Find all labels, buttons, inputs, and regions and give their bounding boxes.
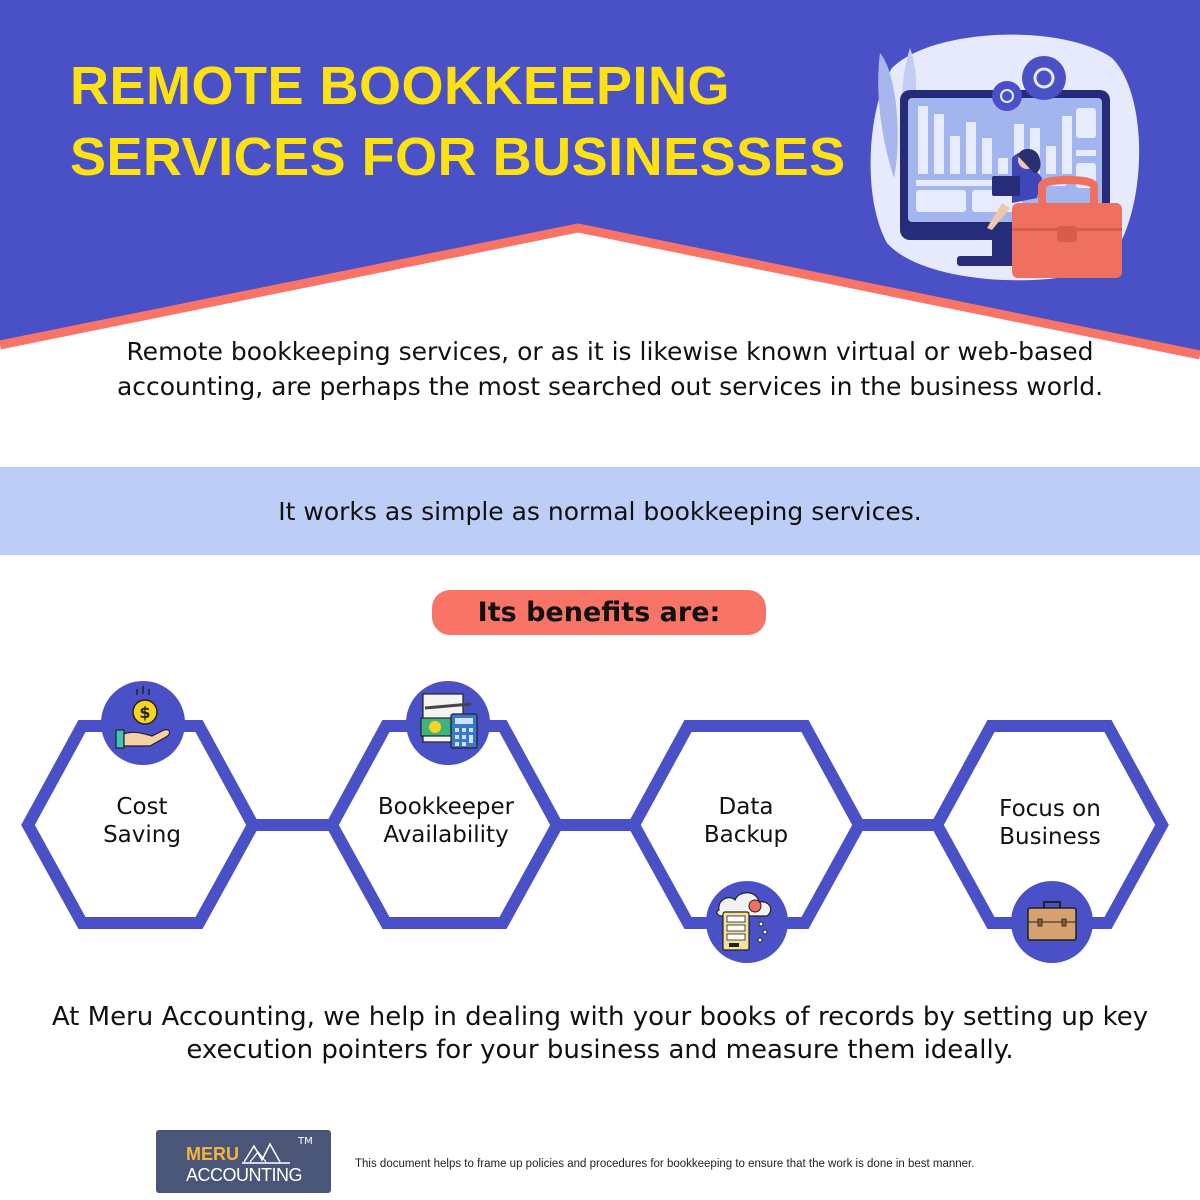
calculator-document-icon xyxy=(406,681,490,765)
closing-paragraph: At Meru Accounting, we help in dealing w… xyxy=(51,1002,1149,1065)
page-title-line-1: REMOTE BOOKKEEPING xyxy=(70,56,731,116)
money-hand-icon: $ xyxy=(101,681,185,765)
benefit-label-line2: Business xyxy=(999,824,1101,850)
logo-trademark: TM xyxy=(298,1136,313,1147)
benefit-label-line1: Cost xyxy=(116,794,168,820)
svg-text:$: $ xyxy=(139,703,150,722)
logo-word-accounting: ACCOUNTING xyxy=(186,1165,303,1185)
benefits-heading: Its benefits are: xyxy=(432,590,766,635)
footer-note: This document helps to frame up policies… xyxy=(355,1158,975,1170)
benefit-label-line2: Availability xyxy=(383,822,509,848)
benefit-bookkeeper-availability: Bookkeeper Availability xyxy=(346,793,546,849)
cloud-server-icon xyxy=(706,881,788,963)
benefit-label-line2: Saving xyxy=(103,822,181,848)
meru-accounting-logo: MERU TM ACCOUNTING xyxy=(156,1130,331,1193)
benefit-data-backup: Data Backup xyxy=(646,793,846,849)
briefcase-icon xyxy=(1011,881,1093,963)
benefit-cost-saving: Cost Saving xyxy=(42,793,242,849)
benefit-label-line2: Backup xyxy=(703,822,789,848)
intro-paragraph: Remote bookkeeping services, or as it is… xyxy=(116,337,1104,401)
mountain-icon xyxy=(242,1142,290,1164)
benefit-focus-on-business: Focus on Business xyxy=(950,795,1150,851)
band-text: It works as simple as normal bookkeeping… xyxy=(278,497,922,526)
benefit-label-line1: Bookkeeper xyxy=(377,794,515,820)
benefit-label-line1: Focus on xyxy=(999,796,1101,822)
bookkeeping-illustration xyxy=(870,34,1140,281)
benefit-label-line1: Data xyxy=(718,794,774,820)
logo-word-meru: MERU xyxy=(186,1144,239,1164)
page-title-line-2: SERVICES FOR BUSINESSES xyxy=(70,127,846,187)
highlight-band: It works as simple as normal bookkeeping… xyxy=(0,467,1200,555)
benefits-hex-chain xyxy=(21,720,1169,929)
